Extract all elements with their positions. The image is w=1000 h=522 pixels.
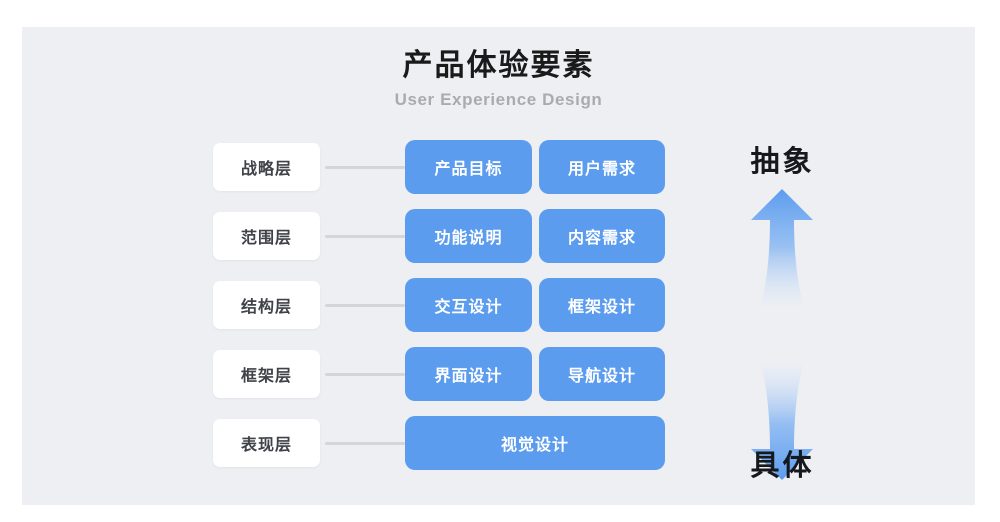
diagram-row: 战略层 产品目标 用户需求 bbox=[22, 140, 975, 194]
connector-line bbox=[325, 304, 405, 307]
element-card[interactable]: 视觉设计 bbox=[405, 416, 665, 470]
element-card-label: 视觉设计 bbox=[500, 437, 569, 454]
element-card[interactable]: 交互设计 bbox=[405, 278, 532, 332]
diagram-row: 表现层 视觉设计 bbox=[22, 416, 975, 470]
layer-chip-structure[interactable]: 结构层 bbox=[213, 281, 320, 329]
element-card-label: 内容需求 bbox=[567, 230, 636, 247]
slide-panel: 产品体验要素 User Experience Design 战略层 产品目标 用… bbox=[22, 27, 975, 505]
element-card[interactable]: 用户需求 bbox=[539, 140, 665, 194]
ux-layers-diagram: 战略层 产品目标 用户需求 范围层 功能说明 bbox=[22, 140, 975, 495]
axis-label-concrete: 具体 bbox=[750, 450, 815, 482]
abstraction-axis: 抽象 bbox=[715, 140, 850, 495]
element-card[interactable]: 界面设计 bbox=[405, 347, 532, 401]
element-card[interactable]: 功能说明 bbox=[405, 209, 532, 263]
element-card[interactable]: 产品目标 bbox=[405, 140, 532, 194]
connector-line bbox=[325, 166, 405, 169]
layer-chip-surface[interactable]: 表现层 bbox=[213, 419, 320, 467]
arrow-up-gradient-icon bbox=[751, 189, 813, 308]
element-card-label: 用户需求 bbox=[567, 161, 636, 178]
layer-chip-strategy[interactable]: 战略层 bbox=[213, 143, 320, 191]
layer-chip-scope[interactable]: 范围层 bbox=[213, 212, 320, 260]
page-title: 产品体验要素 bbox=[402, 49, 595, 82]
layer-chip-label: 表现层 bbox=[240, 437, 292, 454]
element-card[interactable]: 框架设计 bbox=[539, 278, 665, 332]
diagram-row: 结构层 交互设计 框架设计 bbox=[22, 278, 975, 332]
connector-line bbox=[325, 235, 405, 238]
connector-line bbox=[325, 442, 405, 445]
axis-label-abstract: 抽象 bbox=[750, 146, 815, 178]
element-card-label: 产品目标 bbox=[434, 161, 503, 178]
connector-line bbox=[325, 373, 405, 376]
element-card-label: 功能说明 bbox=[434, 230, 503, 247]
element-card-label: 框架设计 bbox=[567, 299, 636, 316]
element-card-label: 界面设计 bbox=[434, 368, 503, 385]
element-card[interactable]: 内容需求 bbox=[539, 209, 665, 263]
element-card-label: 导航设计 bbox=[567, 368, 636, 385]
layer-chip-label: 战略层 bbox=[240, 161, 292, 178]
layer-chip-label: 结构层 bbox=[240, 299, 292, 316]
arrow-down-gradient-icon bbox=[751, 362, 813, 480]
header: 产品体验要素 User Experience Design bbox=[22, 47, 975, 110]
page-subtitle: User Experience Design bbox=[394, 89, 603, 109]
diagram-row: 范围层 功能说明 内容需求 bbox=[22, 209, 975, 263]
layer-chip-label: 范围层 bbox=[240, 230, 292, 247]
layer-chip-skeleton[interactable]: 框架层 bbox=[213, 350, 320, 398]
element-card-label: 交互设计 bbox=[434, 299, 503, 316]
diagram-row: 框架层 界面设计 导航设计 bbox=[22, 347, 975, 401]
layer-chip-label: 框架层 bbox=[240, 368, 292, 385]
element-card[interactable]: 导航设计 bbox=[539, 347, 665, 401]
